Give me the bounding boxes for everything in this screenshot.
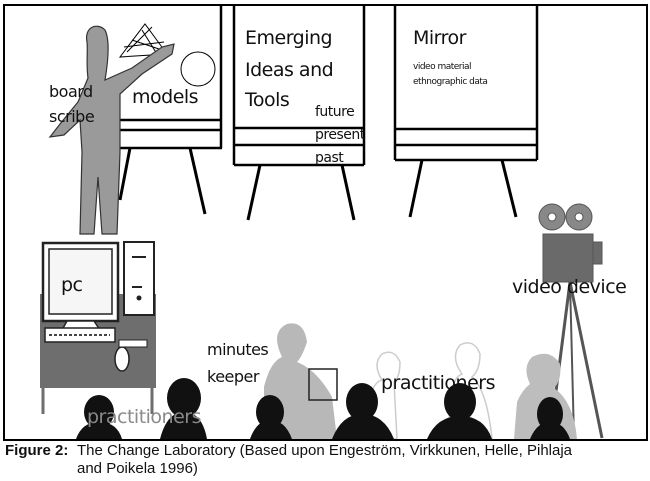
- video-device-label: video device: [512, 276, 627, 298]
- row-present: present: [315, 127, 365, 143]
- pc-workstation: [40, 241, 156, 414]
- figure-caption-line1: The Change Laboratory (Based upon Engest…: [77, 442, 573, 459]
- figure-caption-label: Figure 2:: [5, 442, 69, 459]
- board-scribe-label-line1: board: [49, 82, 93, 101]
- minutes-keeper-label-line1: minutes: [207, 340, 269, 359]
- practitioners-label-front: practitioners: [87, 406, 202, 428]
- mirror-board: [393, 6, 539, 218]
- models-board: [112, 6, 223, 215]
- triangle-model-sketch: [118, 23, 168, 58]
- board-scribe-figure: [48, 25, 175, 235]
- emerging-title-line1: Emerging: [245, 27, 333, 49]
- emerging-title-line3: Tools: [245, 89, 290, 111]
- minutes-keeper-label-line2: keeper: [207, 367, 259, 386]
- models-board-title: models: [132, 86, 199, 108]
- audience-silhouettes: [76, 323, 577, 439]
- change-laboratory-diagram: board scribe models Emerging Ideas and T…: [3, 4, 648, 441]
- figure-caption-line2: and Poikela 1996): [77, 460, 198, 477]
- video-camera: [538, 203, 604, 439]
- pc-label: pc: [61, 274, 83, 296]
- row-future: future: [315, 104, 355, 120]
- diagram-graphics: [40, 6, 604, 439]
- board-scribe-label-line2: scribe: [49, 107, 95, 126]
- emerging-ideas-board: [232, 6, 366, 221]
- circle-model-sketch: [180, 51, 216, 87]
- emerging-title-line2: Ideas and: [245, 59, 334, 81]
- row-past: past: [315, 150, 344, 166]
- mirror-line-ethnographic-data: ethnographic data: [413, 77, 488, 87]
- mirror-board-title: Mirror: [413, 27, 466, 49]
- mirror-line-video-material: video material: [413, 62, 472, 72]
- practitioners-label-right: practitioners: [381, 372, 496, 394]
